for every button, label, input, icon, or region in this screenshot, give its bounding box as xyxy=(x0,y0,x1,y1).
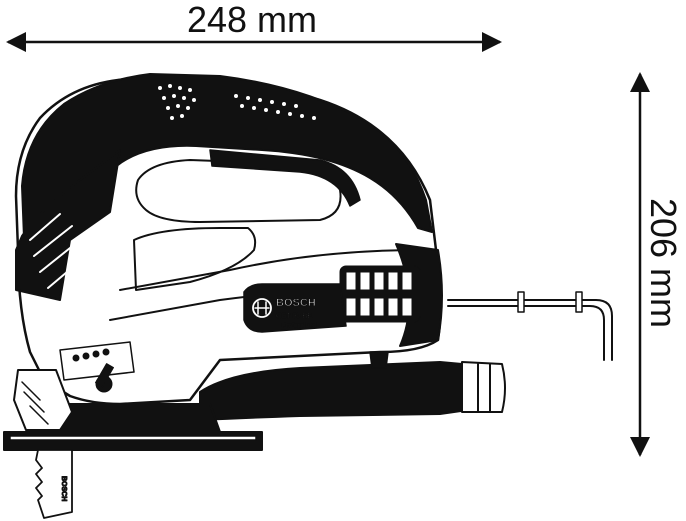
height-dimension: 206 mm xyxy=(630,72,684,457)
rear-vent-lines xyxy=(29,213,87,289)
trigger xyxy=(209,149,361,207)
jigsaw-illustration: BOSCH GST 90 BE Professional BOSCH xyxy=(3,73,613,519)
height-label: 206 mm xyxy=(643,198,684,328)
saw-blade xyxy=(35,449,73,519)
stroke-dial xyxy=(59,341,135,393)
base-plate-edge xyxy=(9,435,257,441)
product-line: Professional xyxy=(282,323,318,329)
dust-extraction-port xyxy=(199,361,469,421)
blade-brand: BOSCH xyxy=(60,476,67,501)
width-dimension: 248 mm xyxy=(6,0,502,52)
model-name: GST 90 BE xyxy=(276,313,312,320)
power-cord xyxy=(447,291,613,361)
rear-housing xyxy=(15,149,121,301)
ventilation-slots xyxy=(339,265,421,323)
blade-guide-hatch xyxy=(21,381,49,425)
dial-dot-3 xyxy=(92,350,100,358)
dial-dot-4 xyxy=(102,348,110,356)
base-plate xyxy=(3,431,263,451)
dust-port-ribs xyxy=(477,363,491,413)
blade-guide xyxy=(13,369,73,431)
brand-badge: BOSCH GST 90 BE Professional xyxy=(243,283,347,333)
handle-opening xyxy=(135,159,342,223)
dust-port-nozzle xyxy=(461,361,506,413)
dial-dot-2 xyxy=(82,352,90,360)
dial-dot-1 xyxy=(72,354,80,362)
bosch-logo-icon xyxy=(252,298,272,318)
adjusting-screw xyxy=(369,351,389,369)
brand-name: BOSCH xyxy=(276,297,316,309)
brand-badge-panel xyxy=(243,283,347,333)
handle-top-shell xyxy=(21,73,433,239)
handle-grip-texture xyxy=(158,84,316,120)
width-label: 248 mm xyxy=(187,0,317,40)
bosch-logo-armature xyxy=(254,301,270,315)
